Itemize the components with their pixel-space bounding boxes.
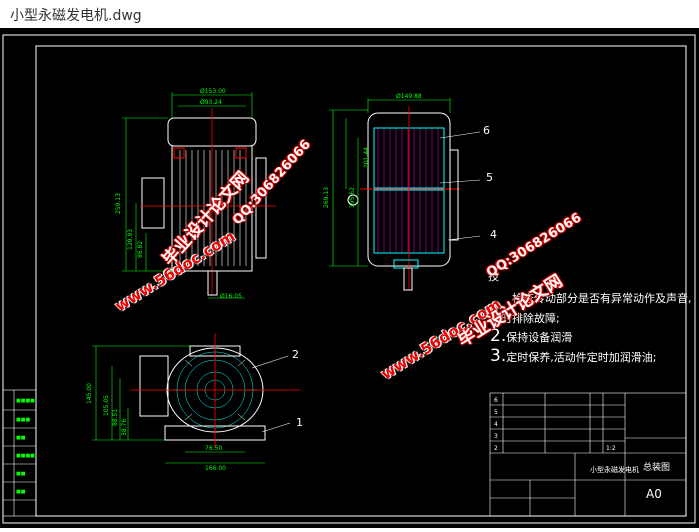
notes-line1: 检查传动部分是否有异常动作及声音, (512, 292, 692, 305)
notes-header: 技 (488, 270, 499, 283)
callout-6: 6 (483, 124, 490, 137)
dim-front-height-total: 259.13 (115, 193, 122, 214)
side-view-shaft (403, 267, 413, 291)
front-view-terminal-box (141, 177, 165, 229)
title-row-6: 6 (494, 397, 498, 404)
dim-front-width-inner: Ø93.24 (200, 99, 222, 106)
dim-bottom-h3: 88.51 (112, 409, 119, 426)
dim-side-h2: 195.62 (349, 187, 356, 208)
front-view: Ø153.00 Ø93.24 259.13 129.93 86.82 Ø16.0… (115, 88, 276, 300)
dim-bottom-h4: 38.76 (121, 419, 128, 436)
window-title: 小型永磁发电机.dwg (10, 8, 142, 24)
svg-text:■■■: ■■■ (16, 417, 30, 423)
dim-side-width: Ø149.88 (396, 93, 422, 100)
callout-1: 1 (296, 416, 303, 429)
title-scale: 1:2 (606, 445, 616, 452)
svg-text:■■: ■■ (16, 471, 26, 477)
window-titlebar: 小型永磁发电机.dwg (0, 0, 699, 28)
notes-line1-cont: 及时排除故障; (490, 312, 560, 325)
title-row-5: 5 (494, 409, 498, 416)
dim-bottom-w2: 166.00 (205, 465, 226, 472)
callout-5: 5 (486, 171, 493, 184)
svg-text:■■: ■■ (16, 489, 26, 495)
sheet-outer-border (2, 34, 696, 524)
left-revision-block (2, 389, 37, 517)
drawing-canvas[interactable]: Ø153.00 Ø93.24 259.13 129.93 86.82 Ø16.0… (0, 28, 699, 528)
cad-drawing: Ø153.00 Ø93.24 259.13 129.93 86.82 Ø16.0… (2, 34, 696, 524)
side-view: Ø149.88 201.44 195.62 269.13 (323, 93, 481, 291)
title-sheet-size: A0 (646, 487, 662, 501)
title-row-4: 4 (494, 421, 498, 428)
callout-2: 2 (292, 348, 299, 361)
svg-text:■■: ■■ (16, 435, 26, 441)
notes-line2-num: 2. (490, 326, 507, 346)
dim-front-width-top: Ø153.00 (200, 88, 226, 95)
notes-line2-text: 保持设备润滑 (506, 331, 573, 344)
end-view-terminal-box (139, 355, 169, 417)
dim-bottom-h1: 145.00 (86, 383, 93, 404)
front-view-shaft (207, 270, 218, 296)
notes-line3: 3.定时保养,活动件定时加润滑油; (490, 346, 656, 366)
title-drawing-name: 总装图 (643, 461, 670, 473)
sheet-inner-border (35, 45, 687, 517)
svg-text:■■■■: ■■■■ (16, 453, 35, 459)
dim-front-shaft: Ø16.05 (220, 293, 242, 300)
dim-front-height-mid: 129.93 (127, 229, 134, 250)
title-row-2: 2 (494, 445, 498, 452)
dim-front-height-low: 86.82 (137, 241, 144, 258)
notes-line3-num: 3. (490, 346, 507, 366)
title-row-3: 3 (494, 433, 498, 440)
notes-line3-text: 定时保养,活动件定时加润滑油; (506, 351, 657, 364)
title-block (489, 392, 687, 517)
svg-text:■■■■: ■■■■ (16, 398, 35, 404)
notes-line2: 2.保持设备润滑 (490, 326, 572, 346)
dim-side-h3: 269.13 (323, 187, 330, 208)
dim-bottom-h2: 105.05 (103, 395, 110, 416)
callout-4: 4 (490, 228, 497, 241)
dim-bottom-w1: 76.50 (205, 445, 222, 452)
title-sub-label: 小型永磁发电机 (590, 465, 639, 474)
dim-side-h1: 201.44 (363, 147, 370, 168)
end-view: 145.00 105.05 88.51 38.76 76.50 166.00 (86, 333, 300, 472)
